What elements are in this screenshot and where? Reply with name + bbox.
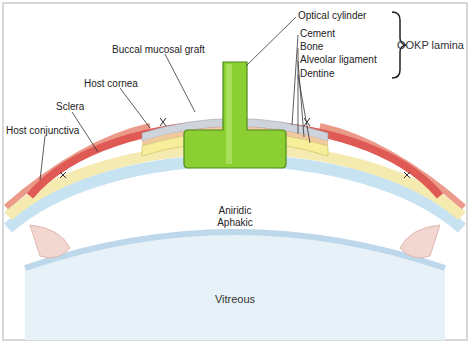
cylinder-highlight (226, 64, 232, 164)
optical-cylinder (184, 62, 286, 168)
frame (3, 3, 467, 340)
part-label: Host cornea (84, 78, 138, 90)
part-label: Buccal mucosal graft (112, 44, 205, 56)
region-label: Vitreous (205, 293, 265, 306)
part-label: Bone (300, 41, 323, 53)
ciliary-left (30, 225, 70, 258)
part-label: Optical cylinder (298, 10, 366, 22)
part-label: Sclera (56, 101, 84, 113)
ciliary-right (400, 225, 440, 258)
part-label: Host conjunctiva (6, 125, 79, 137)
suture-marks (60, 118, 410, 178)
vitreous-edge (25, 232, 445, 268)
vitreous-region (25, 232, 445, 340)
leader-lines (40, 17, 310, 180)
region-label: Aniridic Aphakic (205, 205, 265, 228)
group-label: OOKP lamina (397, 39, 464, 52)
part-label: Dentine (300, 68, 334, 80)
part-label: Cement (300, 28, 335, 40)
part-label: Alveolar ligament (300, 54, 377, 66)
